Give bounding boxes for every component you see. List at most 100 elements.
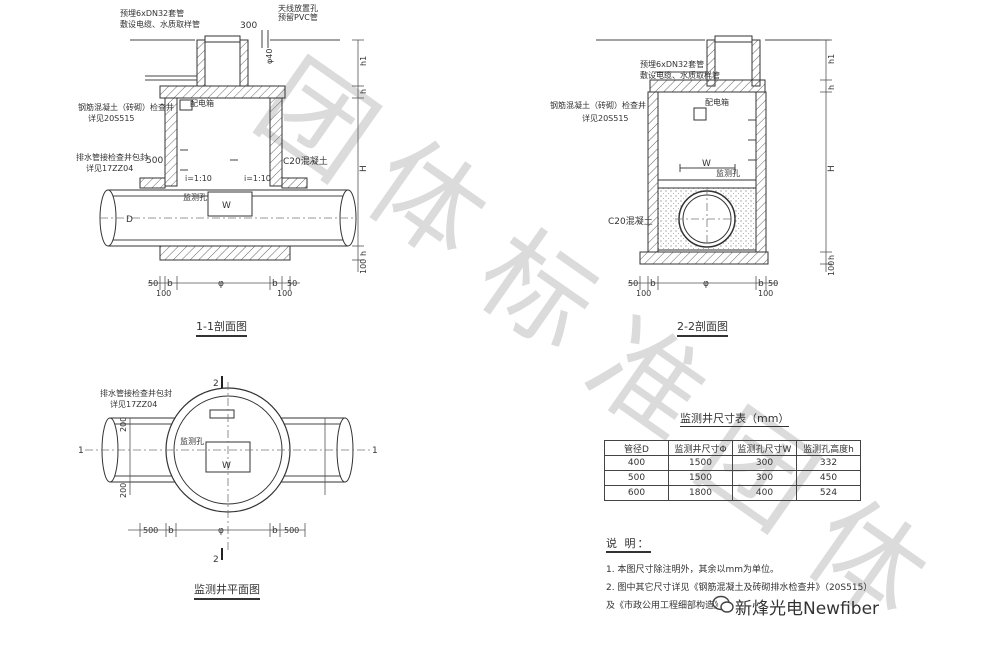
plan-mark-1-left: 1 <box>78 446 84 456</box>
s11-drain-label: 排水管接检查井包封 <box>76 152 148 162</box>
s22-conduit-sub: 敷设电缆、水质取样管 <box>640 70 720 80</box>
s22-h2: h <box>827 85 836 90</box>
plan-drain-ref: 详见17ZZ04 <box>110 399 157 409</box>
s22-wall-label: 钢筋混凝土（砖砌）检查井 <box>550 100 646 110</box>
s22-h-bottom: 100 <box>827 261 836 276</box>
s11-h4: h <box>359 251 368 256</box>
s22-conduit-label: 预埋6xDN32套管 <box>640 59 704 69</box>
watermark: 团 体 标 准 团 体 <box>235 36 949 644</box>
svg-text:标: 标 <box>455 206 619 374</box>
s11-b-left: b <box>167 279 173 289</box>
spec-table: 管径D 监测井尺寸Φ 监测孔尺寸W 监测孔高度h 400 1500 300 33… <box>604 440 861 501</box>
s11-dim-100-left: 100 <box>156 289 171 298</box>
s11-monitor-hole: 监测孔 <box>183 192 207 202</box>
table-cell: 300 <box>732 470 797 486</box>
s11-dim-phi40: φ40 <box>265 49 274 64</box>
table-cell: 600 <box>604 485 669 501</box>
s22-h3: H <box>827 165 837 172</box>
svg-text:体: 体 <box>785 476 949 644</box>
s11-d-left: D <box>126 215 133 225</box>
s11-dim-50-left: 50 <box>148 279 158 288</box>
table-header-cell: 监测孔尺寸W <box>732 440 797 456</box>
plan-view: 排水管接检查井包封 详见17ZZ04 2 2 1 1 监测孔 W φ b b 5… <box>78 376 378 565</box>
s11-h-bottom: 100 <box>359 259 368 274</box>
s11-w: W <box>222 201 231 211</box>
s11-slope-right: i=1:10 <box>244 174 271 183</box>
plan-monitor-hole: 监测孔 <box>180 436 204 446</box>
s11-h2: h <box>359 89 368 94</box>
s11-cabinet-label: 配电箱 <box>190 98 214 108</box>
table-row: 400 1500 300 332 <box>604 455 861 471</box>
table-cell: 300 <box>732 455 797 471</box>
s11-wall-label: 钢筋混凝土（砖砌）检查井 <box>78 102 174 112</box>
plan-w: W <box>222 461 231 471</box>
note-1: 1. 本图尺寸除注明外，其余以mm为单位。 <box>606 565 779 575</box>
s11-h1: h1 <box>359 56 368 66</box>
section-2-2: 预埋6xDN32套管 敷设电缆、水质取样管 钢筋混凝土（砖砌）检查井 详见20S… <box>550 35 837 298</box>
wechat-icon <box>712 595 734 613</box>
section-1-1-title: 1-1剖面图 <box>196 318 247 337</box>
s22-phi: φ <box>703 279 709 289</box>
table-cell: 400 <box>604 455 669 471</box>
section-2-2-title: 2-2剖面图 <box>677 318 728 337</box>
s11-wall-ref: 详见20S515 <box>88 113 135 123</box>
s11-conduit-sub: 敷设电缆、水质取样管 <box>120 19 200 29</box>
section-1-1: 预埋6xDN32套管 敷设电缆、水质取样管 天线放置孔 预留PVC管 300 φ… <box>76 3 369 298</box>
table-cell: 1500 <box>668 470 733 486</box>
table-header-cell: 监测井尺寸Φ <box>668 440 733 456</box>
s22-dim-100-right: 100 <box>758 289 773 298</box>
note-3: 及《市政公用工程细部构造》 <box>606 601 724 611</box>
table-cell: 400 <box>732 485 797 501</box>
s22-dim-50-right: 50 <box>768 279 778 288</box>
table-header-row: 管径D 监测井尺寸Φ 监测孔尺寸W 监测孔高度h <box>604 440 861 456</box>
plan-dim-500-right: 500 <box>284 526 299 535</box>
s22-cabinet-label: 配电箱 <box>705 97 729 107</box>
s11-dim-300: 300 <box>240 21 257 31</box>
notes-title: 说 明： <box>606 535 651 553</box>
s11-drain-ref: 详见17ZZ04 <box>86 163 133 173</box>
plan-b-right: b <box>272 526 278 536</box>
plan-title: 监测井平面图 <box>194 581 260 600</box>
plan-mark-2-bottom: 2 <box>213 555 219 565</box>
table-cell: 500 <box>604 470 669 486</box>
s11-h3: H <box>359 165 369 172</box>
table-row: 500 1500 300 450 <box>604 470 861 486</box>
s22-b-right: b <box>758 279 764 289</box>
s22-wall-ref: 详见20S515 <box>582 113 629 123</box>
s11-b-right: b <box>272 279 278 289</box>
plan-mark-2-top: 2 <box>213 379 219 389</box>
s22-dim-50-left: 50 <box>628 279 638 288</box>
s11-vent-sub: 预留PVC管 <box>278 12 318 22</box>
plan-phi: φ <box>218 526 224 536</box>
s22-monitor-hole: 监测孔 <box>716 168 740 178</box>
table-cell: 1500 <box>668 455 733 471</box>
plan-drain-label: 排水管接检查井包封 <box>100 388 172 398</box>
plan-dim-200-top: 200 <box>119 417 128 432</box>
s11-slope-left: i=1:10 <box>185 174 212 183</box>
s22-h1: h1 <box>827 54 836 64</box>
table-cell: 450 <box>796 470 861 486</box>
plan-b-left: b <box>168 526 174 536</box>
s22-concrete-label: C20混凝土 <box>608 215 653 227</box>
plan-mark-1-right: 1 <box>372 446 378 456</box>
s11-concrete-label: C20混凝土 <box>283 155 328 167</box>
note-2: 2. 图中其它尺寸详见《钢筋混凝土及砖砌排水检查井》（20S515） <box>606 583 873 593</box>
s22-dim-100-left: 100 <box>636 289 651 298</box>
s11-dim-500: 500 <box>146 156 163 166</box>
s11-dim-50-right: 50 <box>287 279 297 288</box>
table-row: 600 1800 400 524 <box>604 485 861 501</box>
plan-dim-200-bottom: 200 <box>119 483 128 498</box>
s11-vent-label: 天线放置孔 <box>278 3 318 13</box>
table-cell: 1800 <box>668 485 733 501</box>
s11-conduit-label: 预埋6xDN32套管 <box>120 8 184 18</box>
brand-name: 新烽光电Newfiber <box>735 599 880 619</box>
table-header-cell: 管径D <box>604 440 669 456</box>
s11-dim-100-right: 100 <box>277 289 292 298</box>
table-cell: 332 <box>796 455 861 471</box>
table-header-cell: 监测孔高度h <box>796 440 861 456</box>
s22-w: W <box>702 159 711 169</box>
s11-phi: φ <box>218 279 224 289</box>
svg-text:体: 体 <box>345 116 509 284</box>
table-cell: 524 <box>796 485 861 501</box>
